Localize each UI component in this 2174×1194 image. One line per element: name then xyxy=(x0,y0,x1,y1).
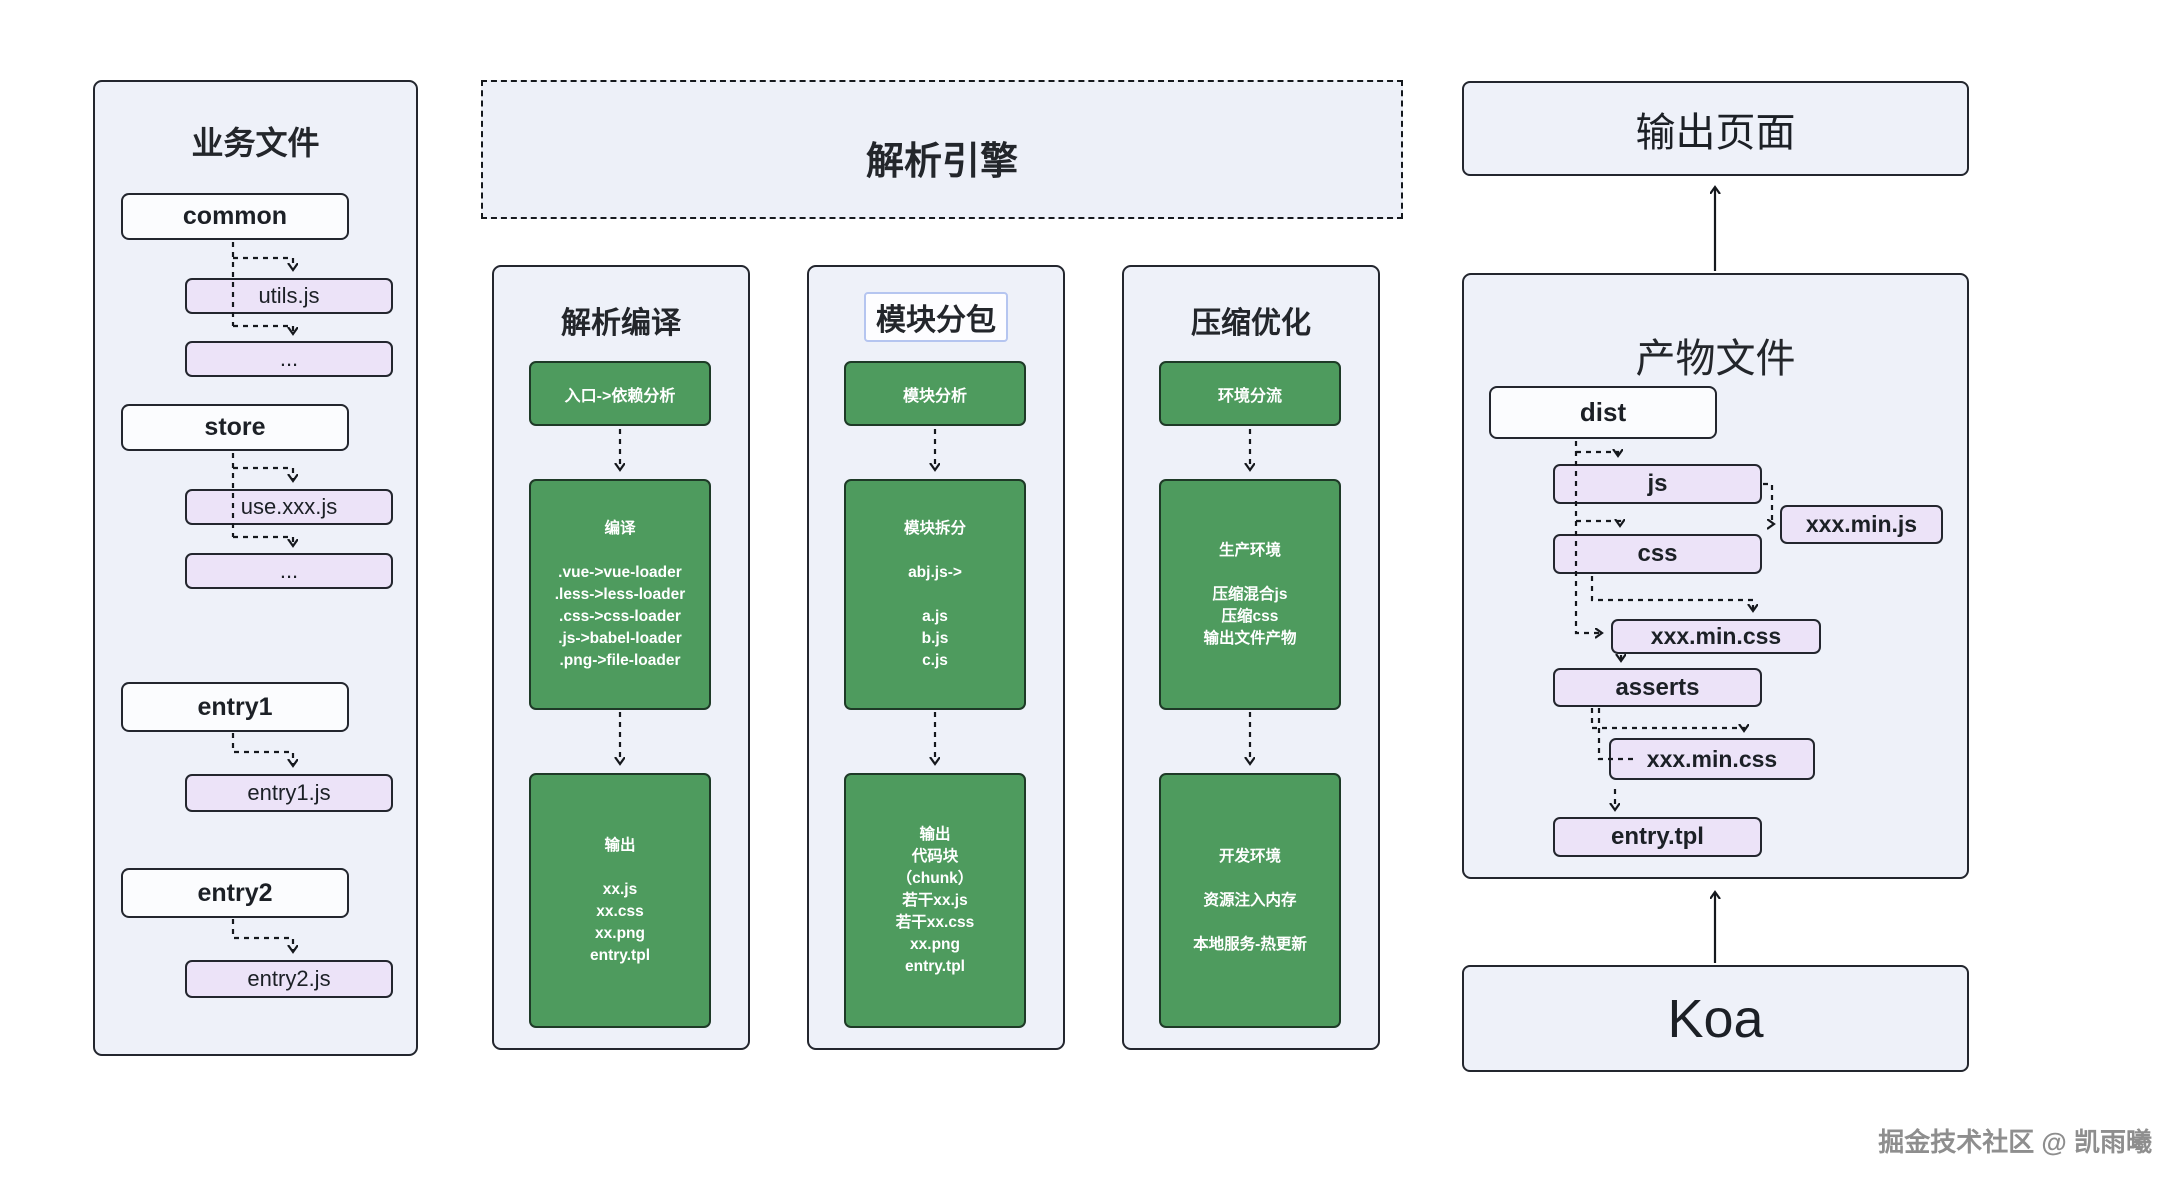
parse-engine-title: 解析引擎 xyxy=(865,141,1018,183)
watermark-text: 掘金技术社区 @ 凯雨曦 xyxy=(1878,1127,2152,1157)
asserts-box: asserts xyxy=(1553,668,1762,707)
file-box-ellipsis-1: ... xyxy=(185,341,393,377)
folder-box-common: common xyxy=(121,193,349,240)
folder-box-entry1: entry1 xyxy=(121,682,349,732)
koa-box: Koa xyxy=(1462,965,1969,1072)
optimize-output-box: 开发环境 资源注入内存 本地服务-热更新 xyxy=(1159,773,1341,1028)
entry-tpl-box: entry.tpl xyxy=(1553,817,1762,857)
compile-column-title: 解析编译 xyxy=(561,307,681,340)
file-box-ellipsis-2: ... xyxy=(185,553,393,589)
folder-box-entry2: entry2 xyxy=(121,868,349,918)
min-css-box-2: xxx.min.css xyxy=(1609,738,1815,780)
min-js-box: xxx.min.js xyxy=(1780,505,1943,544)
parse-engine-box xyxy=(481,80,1403,219)
optimize-column-title: 压缩优化 xyxy=(1191,307,1311,340)
js-box: js xyxy=(1553,464,1762,504)
compile-output-box: 输出 xx.js xx.css xx.png entry.tpl xyxy=(529,773,711,1028)
chunk-output-box: 输出 代码块 （chunk） 若干xx.js 若干xx.css xx.png e… xyxy=(844,773,1026,1028)
products-title: 产物文件 xyxy=(1635,337,1796,381)
compile-step-box: 入口->依赖分析 xyxy=(529,361,711,426)
optimize-step-box: 环境分流 xyxy=(1159,361,1341,426)
folder-box-store: store xyxy=(121,404,349,451)
output-page-box: 输出页面 xyxy=(1462,81,1969,176)
business-files-title: 业务文件 xyxy=(191,125,320,161)
compile-process-box: 编译 .vue->vue-loader .less->less-loader .… xyxy=(529,479,711,710)
chunk-step-box: 模块分析 xyxy=(844,361,1026,426)
chunk-title-selection: 模块分包 xyxy=(864,292,1008,342)
file-box-utils-js: utils.js xyxy=(185,278,393,314)
dist-box: dist xyxy=(1489,386,1717,439)
file-box-use-xxx-js: use.xxx.js xyxy=(185,489,393,525)
chunk-column-title: 模块分包 xyxy=(807,292,1065,342)
file-box-entry1-js: entry1.js xyxy=(185,774,393,812)
optimize-process-box: 生产环境 压缩混合js 压缩css 输出文件产物 xyxy=(1159,479,1341,710)
min-css-box-1: xxx.min.css xyxy=(1611,619,1821,654)
file-box-entry2-js: entry2.js xyxy=(185,960,393,998)
css-box: css xyxy=(1553,534,1762,574)
chunk-process-box: 模块拆分 abj.js-> a.js b.js c.js xyxy=(844,479,1026,710)
